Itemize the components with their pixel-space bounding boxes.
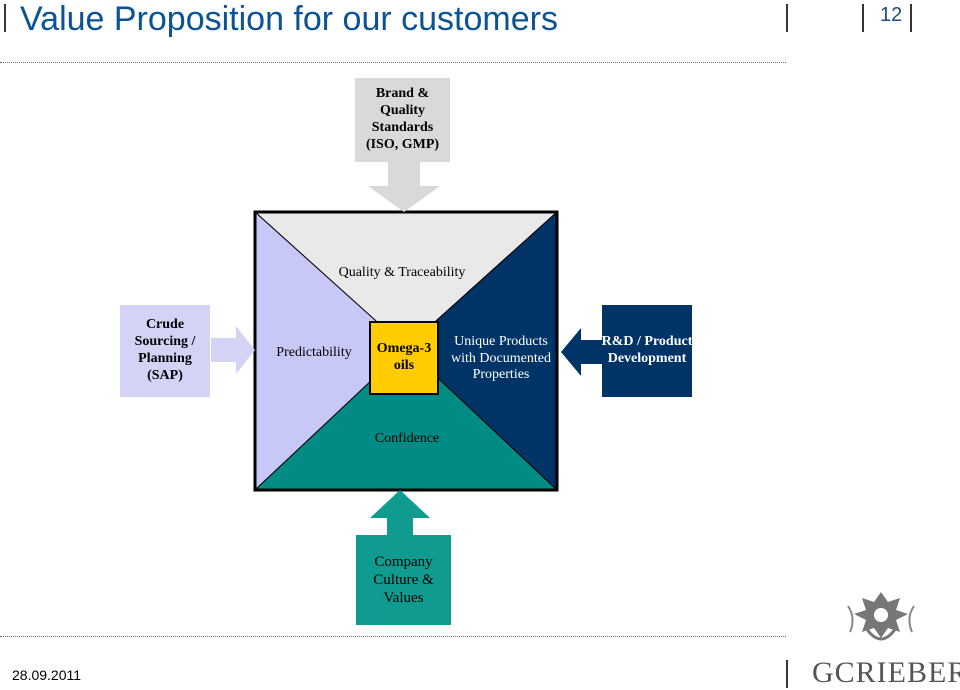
top-triangle-label: Quality & Traceability [338, 264, 466, 280]
center-box [369, 321, 439, 395]
header-divider [910, 4, 912, 32]
crest-icon [847, 592, 915, 641]
page-number: 12 [880, 4, 903, 26]
footer-divider [786, 660, 788, 688]
header-separator [0, 62, 786, 63]
square-outline [253, 210, 559, 492]
header-divider [862, 4, 864, 32]
left-input-box [120, 305, 210, 397]
bottom-triangle-label: Confidence [374, 430, 440, 446]
right-input-label: R&D / Product Development [601, 334, 693, 366]
right-triangle-label: Unique Products with Documented Properti… [451, 333, 551, 383]
center-label: Omega-3 oils [376, 341, 432, 373]
header-divider [786, 4, 788, 32]
page-title: Value Proposition for our customers [20, 0, 558, 38]
bottom-input-box [356, 535, 451, 625]
right-arrow [211, 326, 255, 374]
left-triangle-label: Predictability [276, 344, 352, 360]
top-input-box [355, 78, 450, 162]
header-divider [4, 4, 6, 32]
top-input-label: Brand & Quality Standards (ISO, GMP) [365, 86, 440, 152]
left-arrow [561, 328, 605, 376]
footer-separator [0, 636, 786, 637]
bottom-input-label: Company Culture & Values [373, 554, 434, 606]
company-logo: GCRIEBER [812, 656, 960, 689]
footer-date: 28.09.2011 [12, 667, 82, 683]
up-arrow [370, 490, 430, 536]
right-input-box [602, 305, 692, 397]
left-input-label: Crude Sourcing / Planning (SAP) [134, 317, 196, 383]
down-arrow [368, 160, 440, 212]
